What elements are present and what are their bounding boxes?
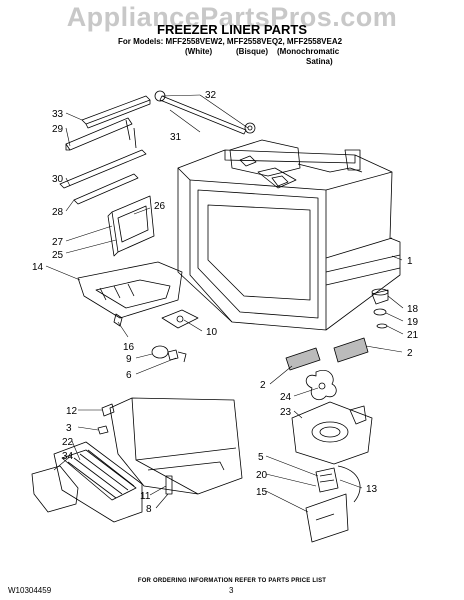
leader-lines	[45, 94, 404, 513]
callout-15: 15	[256, 487, 268, 498]
lower-shroud	[109, 397, 243, 495]
callout-12: 12	[66, 406, 78, 417]
variant-white: (White)	[185, 47, 213, 56]
light-bulb	[151, 345, 187, 363]
clip	[101, 403, 115, 417]
callout-30: 30	[52, 174, 64, 185]
callout-14: 14	[32, 262, 44, 273]
cover-plates	[285, 337, 369, 371]
callout-24: 24	[280, 392, 292, 403]
cover-panel	[77, 261, 183, 319]
callout-1: 1	[407, 256, 413, 267]
fan-motor	[305, 465, 361, 543]
callout-19: 19	[407, 317, 419, 328]
page-title: FREEZER LINER PARTS	[157, 22, 307, 37]
callout-8: 8	[146, 504, 152, 515]
variant-satina: Satina)	[306, 57, 333, 66]
callout-25: 25	[52, 250, 64, 261]
callout-27: 27	[52, 237, 64, 248]
callout-2-left: 2	[260, 380, 266, 391]
ordering-note: FOR ORDERING INFORMATION REFER TO PARTS …	[137, 578, 327, 584]
callout-2-right: 2	[407, 348, 413, 359]
variant-bisque: (Bisque)	[236, 47, 268, 56]
callout-23: 23	[280, 407, 292, 418]
callout-33: 33	[52, 109, 64, 120]
callout-3: 3	[66, 423, 72, 434]
page-number: 3	[229, 586, 234, 595]
callout-10: 10	[206, 327, 218, 338]
grille	[31, 441, 143, 523]
freezer-liner-tub	[177, 139, 401, 331]
callout-13: 13	[366, 484, 378, 495]
callout-28: 28	[52, 207, 64, 218]
callout-9: 9	[126, 354, 132, 365]
callout-6: 6	[126, 370, 132, 381]
callout-5: 5	[258, 452, 264, 463]
fan-blade	[305, 370, 337, 401]
callout-32: 32	[205, 90, 217, 101]
gasket-pad	[161, 309, 199, 329]
callout-26: 26	[154, 201, 166, 212]
callout-18: 18	[407, 304, 419, 315]
variant-monochromatic: (Monochromatic	[277, 47, 340, 56]
callout-31: 31	[170, 132, 182, 143]
callout-11: 11	[140, 491, 151, 502]
fan-housing	[291, 401, 373, 465]
callout-34: 34	[62, 451, 74, 462]
callout-22: 22	[62, 437, 74, 448]
callout-29: 29	[52, 124, 64, 135]
callout-21: 21	[407, 330, 419, 341]
screw	[113, 313, 123, 327]
clip-small	[97, 425, 109, 435]
callout-16: 16	[123, 342, 135, 353]
watermark: AppliancePartsPros.com	[66, 2, 398, 32]
models-line: For Models: MFF2558VEW2, MFF2558VEQ2, MF…	[118, 37, 343, 46]
document-number: W10304459	[8, 586, 52, 595]
rod-assembly	[154, 90, 256, 135]
callout-20: 20	[256, 470, 268, 481]
drawer-rails	[59, 95, 155, 257]
drain-parts	[371, 288, 389, 329]
